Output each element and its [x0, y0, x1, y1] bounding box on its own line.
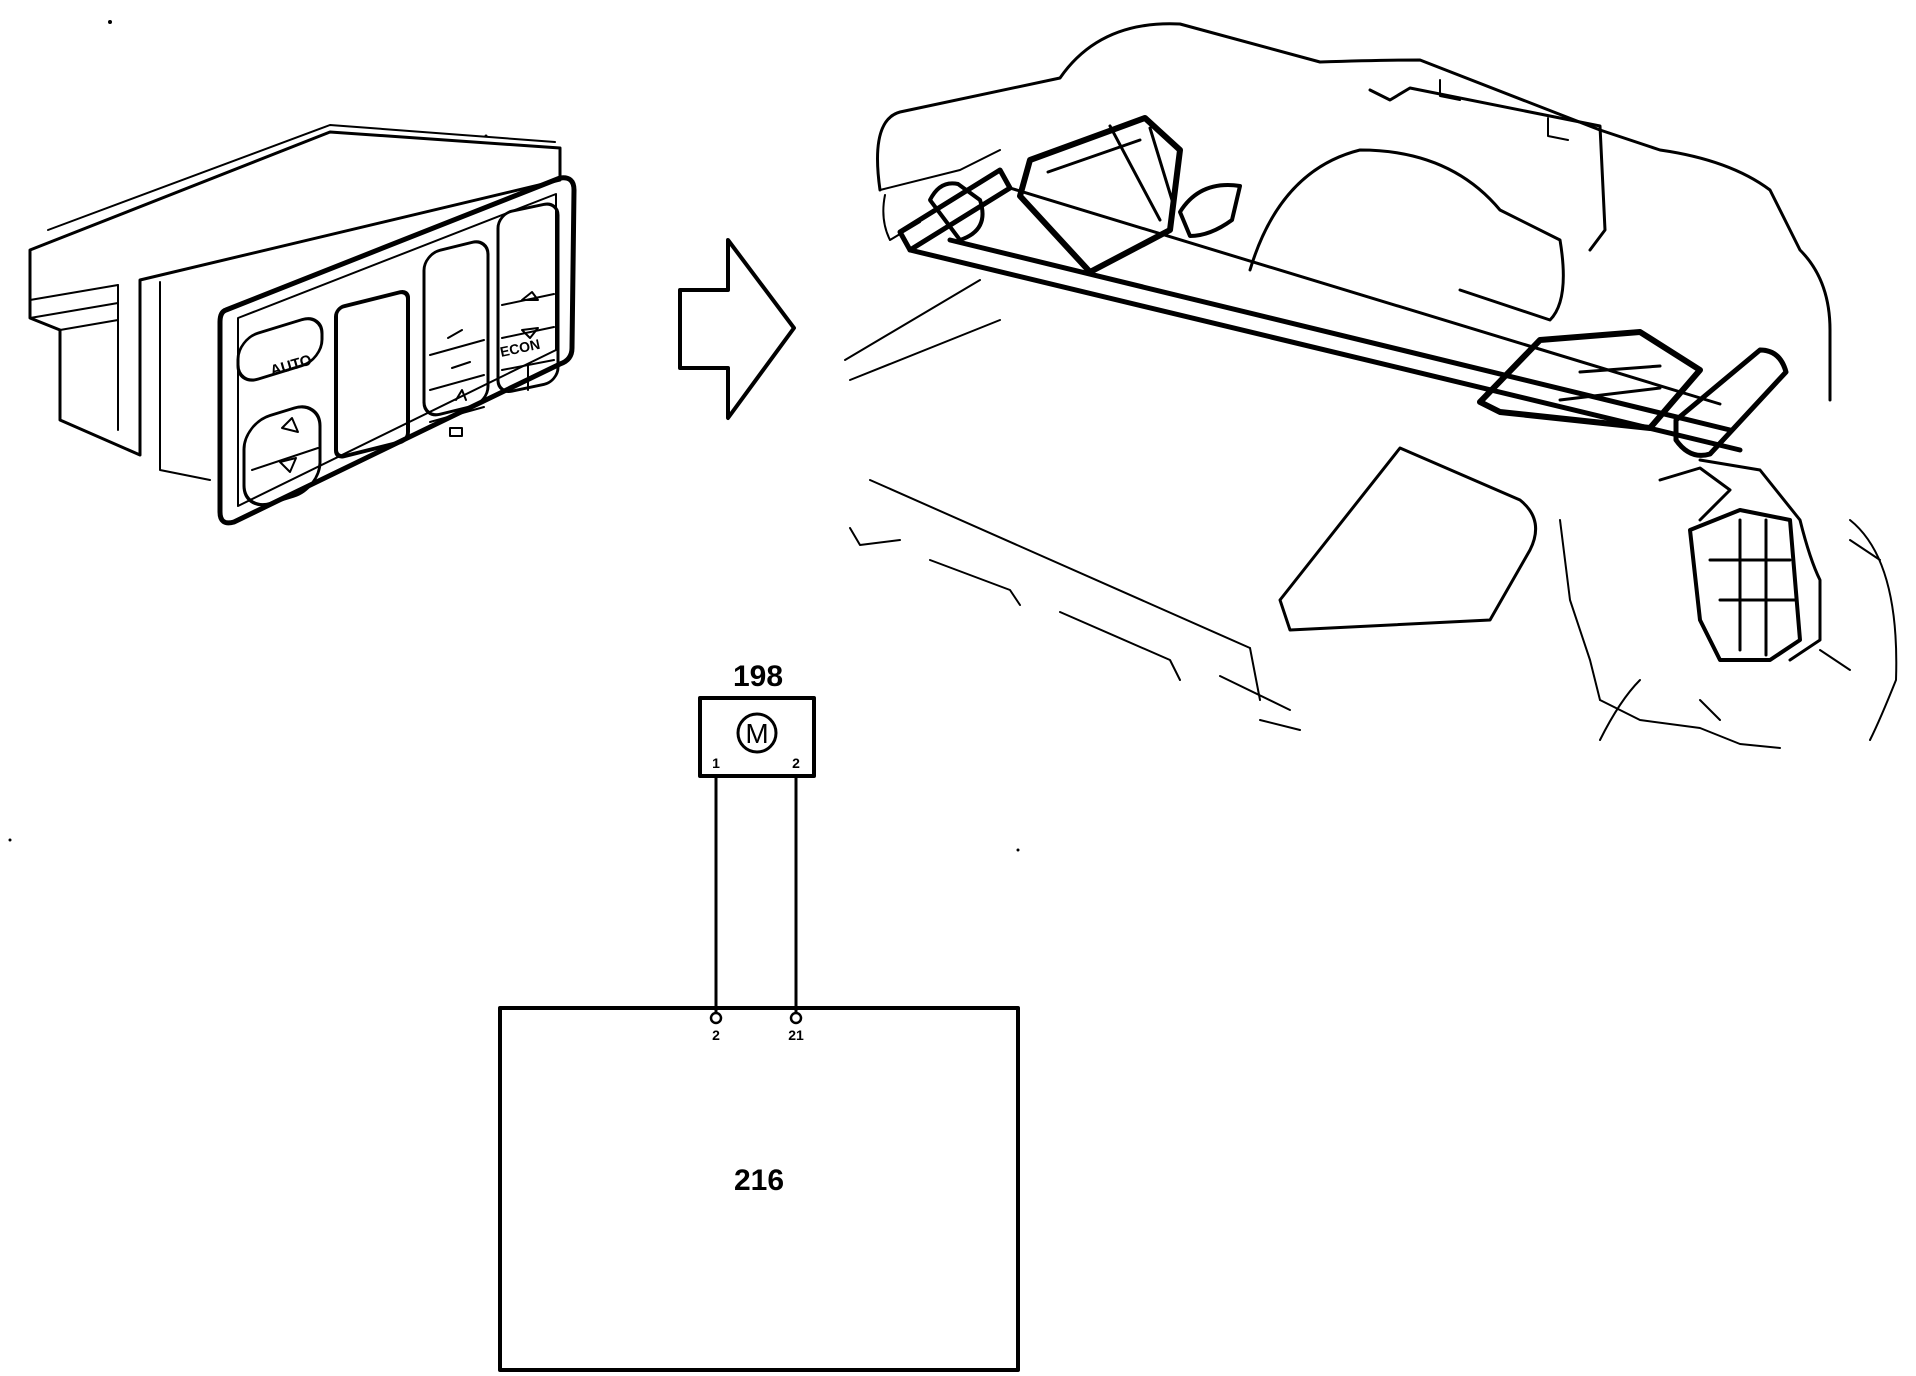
motor-198-box — [698, 696, 816, 778]
display-window — [334, 289, 410, 459]
servo-motor-illustration — [1658, 466, 1802, 662]
climate-control-panel: AUTO ECON — [28, 124, 577, 526]
arrow-up-icon — [281, 417, 299, 433]
control-unit-216-box — [498, 1006, 1020, 1372]
control-unit-pin-21-label: 21 — [788, 1027, 804, 1043]
terminal-2-icon — [709, 1011, 723, 1025]
auto-button: AUTO — [236, 317, 324, 382]
motor-component-id: 198 — [733, 660, 783, 693]
control-unit-pin-2-label: 2 — [712, 1027, 720, 1043]
arrow-down-icon — [279, 457, 297, 473]
mode-button-column — [422, 240, 490, 437]
vehicle-interior-view — [844, 22, 1898, 749]
terminal-21-icon — [789, 1011, 803, 1025]
motor-pin-2-label: 2 — [792, 755, 800, 771]
control-unit-component-id: 216 — [734, 1164, 784, 1197]
temperature-rocker — [242, 405, 322, 507]
motor-pin-1-label: 1 — [712, 755, 720, 771]
motor-symbol-label: M — [745, 718, 768, 749]
pointer-arrow-icon — [678, 238, 796, 420]
svg-text:ECON: ECON — [499, 336, 542, 360]
scan-specks — [8, 20, 1020, 852]
motor-symbol-icon — [736, 712, 778, 754]
fan-button-column: ECON — [496, 202, 560, 394]
auto-button-label: AUTO — [268, 352, 314, 380]
wiring-schematic: 198 M 1 2 2 21 216 — [498, 660, 1020, 1372]
